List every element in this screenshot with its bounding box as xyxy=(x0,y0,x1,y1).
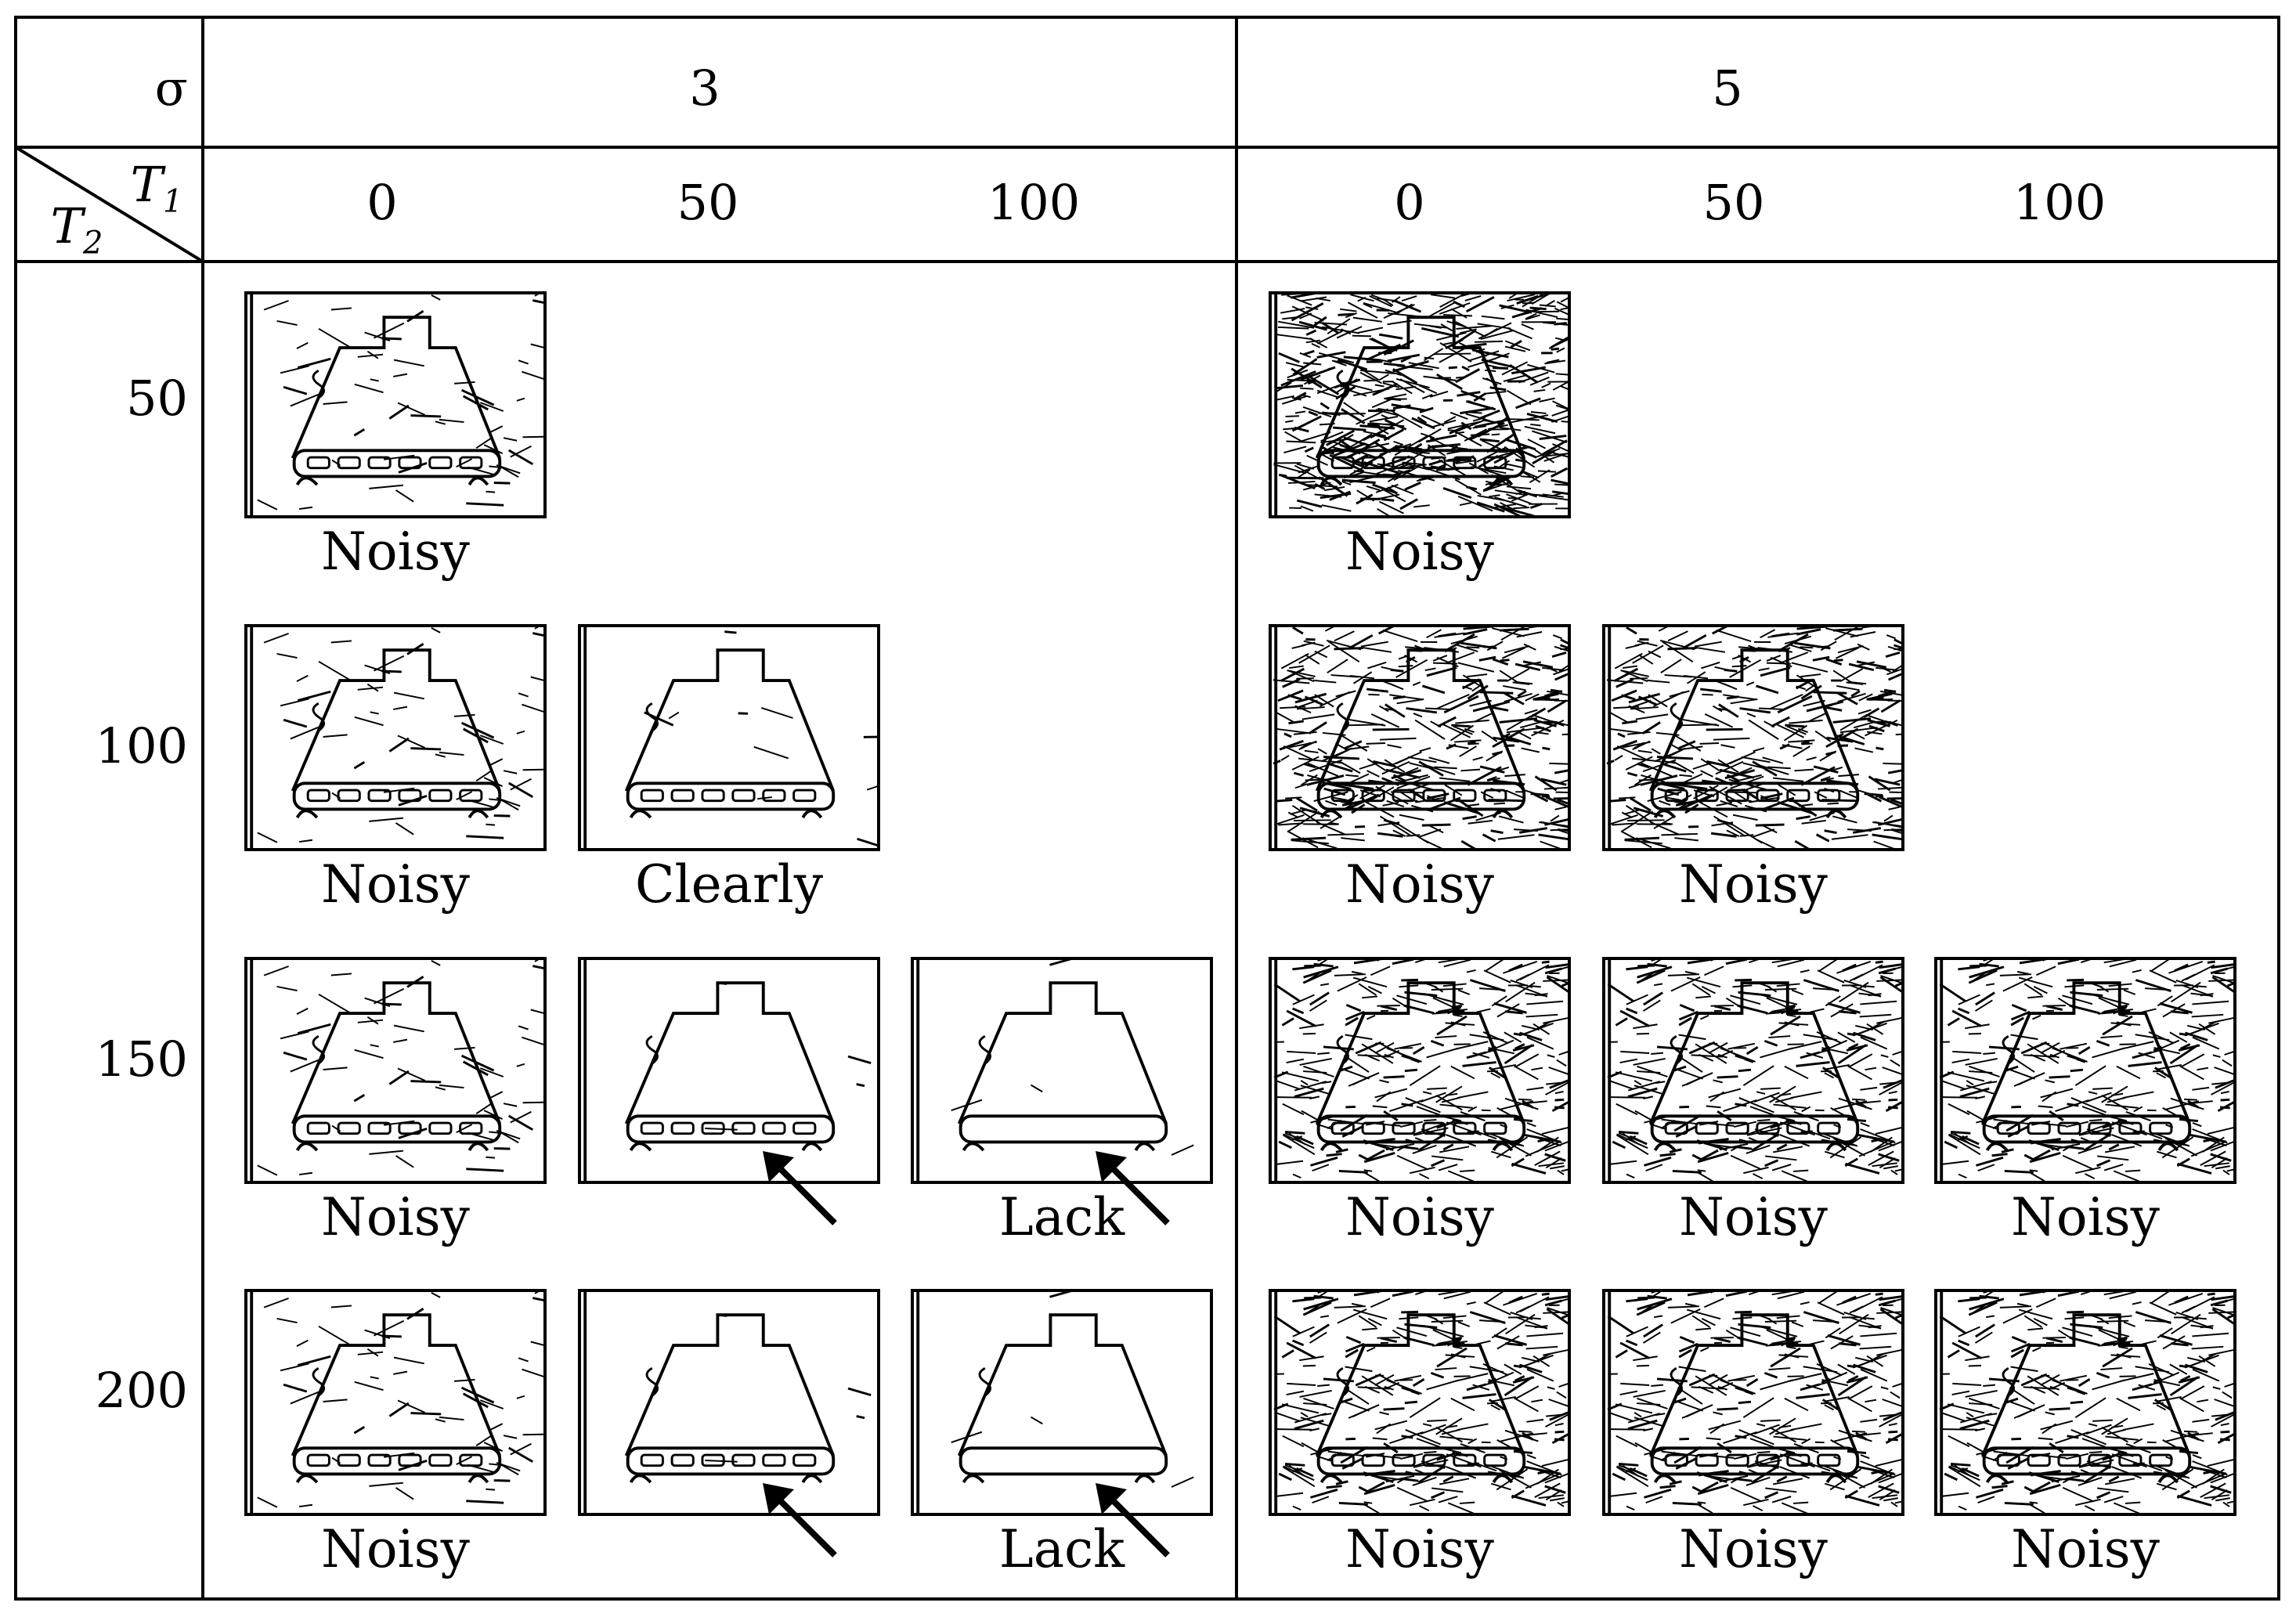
t1-value-col2: 100 xyxy=(987,174,1081,231)
table-header-divider-2 xyxy=(14,260,2280,263)
edge-image-r3c0 xyxy=(244,1289,547,1516)
caption-r3c4: Noisy xyxy=(1679,1519,1828,1579)
edge-image-r3c2 xyxy=(911,1289,1213,1516)
edge-image-r0c3 xyxy=(1269,291,1571,518)
table-header-divider-1 xyxy=(14,146,2280,149)
edge-image-r2c2 xyxy=(911,957,1213,1184)
edge-image-r2c1 xyxy=(578,957,880,1184)
edge-image-r2c0 xyxy=(244,957,547,1184)
caption-r1c3: Noisy xyxy=(1345,854,1494,915)
edge-image-r1c3 xyxy=(1269,624,1571,851)
t1-value-col0: 0 xyxy=(366,174,398,231)
caption-r2c0: Noisy xyxy=(321,1187,470,1247)
caption-r3c5: Noisy xyxy=(2011,1519,2160,1579)
table-left-border xyxy=(14,16,17,1601)
t2-header-label: T2 xyxy=(50,197,103,262)
caption-r3c0: Noisy xyxy=(321,1519,470,1579)
edge-image-r1c0 xyxy=(244,624,547,851)
caption-r2c4: Noisy xyxy=(1679,1187,1828,1247)
t2-value-row0: 50 xyxy=(126,370,188,427)
table-top-border xyxy=(14,16,2280,19)
caption-r2c5: Noisy xyxy=(2011,1187,2160,1247)
sigma-label: σ xyxy=(154,60,188,117)
edge-image-r2c3 xyxy=(1269,957,1571,1184)
t1-value-col5: 100 xyxy=(2013,174,2106,231)
caption-r1c0: Noisy xyxy=(321,854,470,915)
sigma-value-3: 3 xyxy=(689,60,720,117)
table-sigma-divider xyxy=(1235,16,1238,1601)
caption-r2c2: Lack xyxy=(998,1187,1125,1247)
edge-image-r2c4 xyxy=(1602,957,1904,1184)
t2-value-row2: 150 xyxy=(95,1030,188,1088)
caption-r1c4: Noisy xyxy=(1679,854,1828,915)
t1-value-col4: 50 xyxy=(1702,174,1765,231)
edge-image-r3c1 xyxy=(578,1289,880,1516)
caption-r3c3: Noisy xyxy=(1345,1519,1494,1579)
caption-r3c2: Lack xyxy=(998,1519,1125,1579)
edge-image-r0c0 xyxy=(244,291,547,518)
t1-value-col1: 50 xyxy=(677,174,739,231)
edge-image-r1c1 xyxy=(578,624,880,851)
edge-image-r3c3 xyxy=(1269,1289,1571,1516)
arrow-r3c1 xyxy=(763,1483,837,1557)
arrow-r2c2 xyxy=(1096,1151,1170,1225)
caption-r0c0: Noisy xyxy=(321,522,470,582)
t2-value-row1: 100 xyxy=(95,717,188,774)
table-right-border xyxy=(2277,16,2280,1601)
table-label-column-divider xyxy=(201,16,204,1601)
t2-value-row3: 200 xyxy=(95,1362,188,1419)
t1-header-label: T1 xyxy=(130,156,183,220)
table-bottom-border xyxy=(14,1597,2280,1601)
caption-r1c1: Clearly xyxy=(635,854,823,915)
arrow-r2c1 xyxy=(763,1151,837,1225)
sigma-value-5: 5 xyxy=(1712,60,1743,117)
diagonal-header-cell xyxy=(16,147,203,262)
edge-image-r2c5 xyxy=(1934,957,2236,1184)
edge-image-r3c4 xyxy=(1602,1289,1904,1516)
caption-r2c3: Noisy xyxy=(1345,1187,1494,1247)
edge-image-r1c4 xyxy=(1602,624,1904,851)
edge-image-r3c5 xyxy=(1934,1289,2236,1516)
arrow-r3c2 xyxy=(1096,1483,1170,1557)
caption-r0c3: Noisy xyxy=(1345,522,1494,582)
t1-value-col3: 0 xyxy=(1394,174,1425,231)
